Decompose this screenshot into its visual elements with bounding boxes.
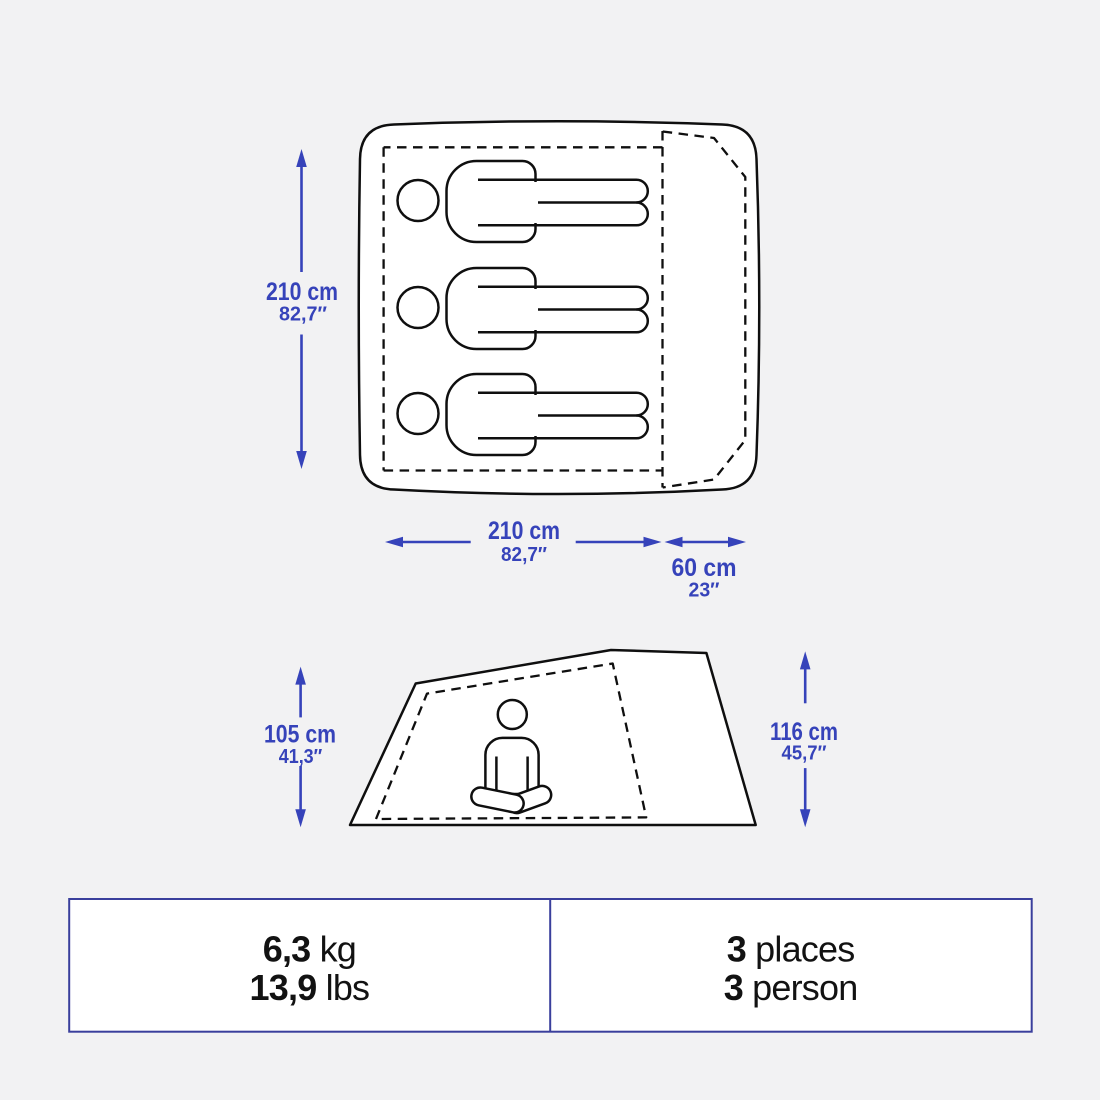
- svg-text:41,3″: 41,3″: [279, 745, 323, 768]
- svg-text:3 places: 3 places: [727, 928, 855, 969]
- svg-text:45,7″: 45,7″: [782, 742, 827, 765]
- svg-text:210 cm: 210 cm: [488, 518, 560, 545]
- svg-text:82,7″: 82,7″: [279, 303, 327, 326]
- svg-text:6,3 kg: 6,3 kg: [263, 928, 356, 969]
- svg-text:210 cm: 210 cm: [266, 279, 338, 306]
- svg-text:60 cm: 60 cm: [672, 555, 737, 582]
- svg-text:82,7″: 82,7″: [501, 543, 547, 566]
- svg-text:116 cm: 116 cm: [770, 719, 838, 746]
- svg-text:3 person: 3 person: [724, 967, 858, 1008]
- svg-text:23″: 23″: [689, 578, 720, 601]
- svg-text:13,9 lbs: 13,9 lbs: [250, 967, 370, 1008]
- svg-text:105 cm: 105 cm: [264, 722, 336, 749]
